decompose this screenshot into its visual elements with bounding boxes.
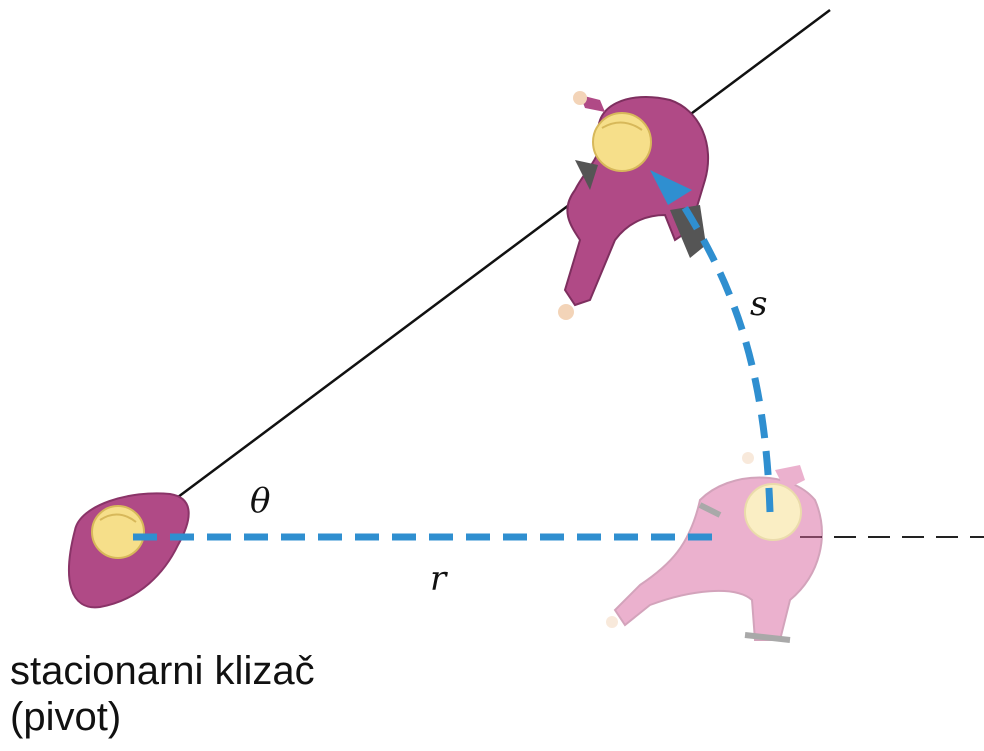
theta-label: θ [250, 481, 270, 521]
arc-length-label: s [750, 284, 767, 324]
arc-arrowhead [650, 170, 692, 205]
skater-start-position [606, 452, 823, 643]
skater-end-position [558, 91, 710, 320]
arc-length-path [677, 198, 774, 513]
rotated-radius-line [169, 8, 831, 505]
caption-line-1: stacionarni klizač [10, 649, 315, 693]
pivot-caption: stacionarni klizač (pivot) [10, 648, 315, 740]
caption-line-2: (pivot) [10, 695, 122, 739]
pivot-skater [68, 492, 190, 609]
radius-label: r [430, 559, 448, 599]
